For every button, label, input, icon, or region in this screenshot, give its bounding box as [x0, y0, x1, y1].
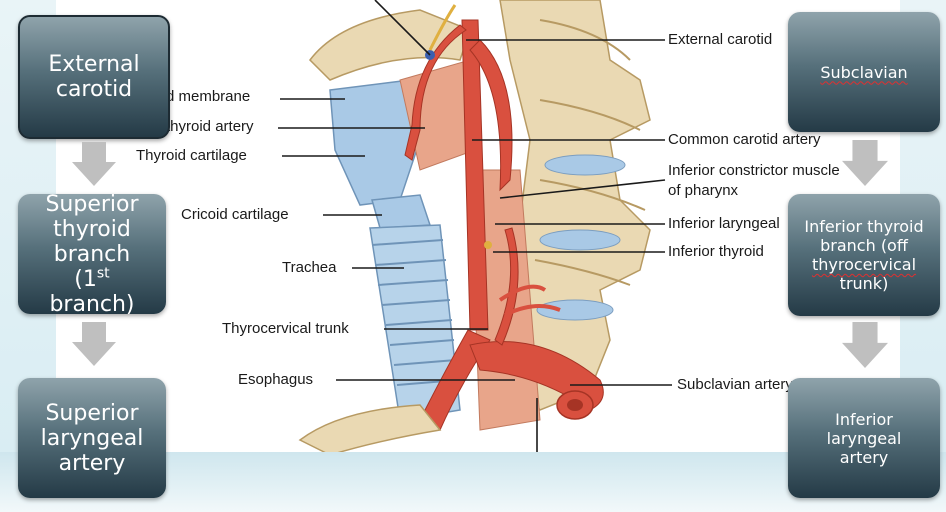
label-inferior-thyroid: Inferior thyroid	[668, 243, 764, 260]
label-esophagus: Esophagus	[238, 371, 314, 388]
flow-box-line: (1	[74, 266, 97, 292]
flow-box-label: Superior laryngeal artery	[40, 400, 144, 476]
flow-box-superior-thyroid-branch: Superior thyroid branch (1st branch)	[18, 191, 166, 317]
label-thyroid-cartilage: Thyroid cartilage	[136, 147, 247, 164]
label-of-pharynx: of pharynx	[668, 182, 739, 199]
flow-box-external-carotid: External carotid	[18, 15, 170, 139]
flow-box-label: External carotid	[48, 52, 140, 102]
flow-box-line: trunk)	[839, 274, 889, 293]
flow-box-line: branch (off	[820, 236, 908, 255]
arteries	[404, 4, 604, 431]
flow-box-inferior-thyroid-branch: Inferior thyroid branch (off thyrocervic…	[788, 194, 940, 316]
down-arrow-icon	[72, 322, 116, 366]
flow-box-label: Subclavian	[820, 62, 908, 82]
flow-box-line: branch	[53, 241, 131, 267]
flow-box-superscript: st	[96, 265, 110, 282]
label-common-carotid-artery: Common carotid artery	[668, 131, 821, 148]
flow-box-line: thyrocervical	[811, 255, 917, 274]
label-inferior-laryngeal: Inferior laryngeal	[668, 215, 780, 232]
label-cricoid-cartilage: Cricoid cartilage	[181, 206, 289, 223]
trachea	[369, 224, 461, 421]
flow-box-superior-laryngeal-artery: Superior laryngeal artery	[18, 378, 166, 498]
label-external-carotid: External carotid	[668, 31, 773, 48]
flow-box-inferior-laryngeal-artery: Inferior laryngeal artery	[788, 378, 940, 498]
down-arrow-icon	[842, 140, 888, 186]
down-arrow-icon	[842, 322, 888, 368]
flow-box-line: Inferior thyroid	[804, 217, 924, 236]
flow-box-subclavian: Subclavian	[788, 12, 940, 132]
label-thyrocervical-trunk: Thyrocervical trunk	[222, 320, 349, 337]
label-trachea: Trachea	[282, 259, 337, 276]
clavicle	[298, 404, 442, 456]
label-superior-thyroid-artery: thyroid artery	[166, 118, 254, 135]
flow-box-line: thyroid	[53, 216, 131, 242]
label-thyrohyoid-membrane: d membrane	[166, 88, 251, 105]
leader-lines	[278, 0, 672, 452]
flow-box-line: branch)	[49, 291, 135, 317]
flow-box-label: Inferior laryngeal artery	[826, 409, 902, 467]
down-arrow-icon	[72, 142, 116, 186]
label-subclavian-artery: Subclavian artery	[677, 376, 793, 393]
flow-box-line: Superior	[45, 191, 139, 217]
label-inferior-constrictor: Inferior constrictor muscle	[668, 162, 840, 179]
